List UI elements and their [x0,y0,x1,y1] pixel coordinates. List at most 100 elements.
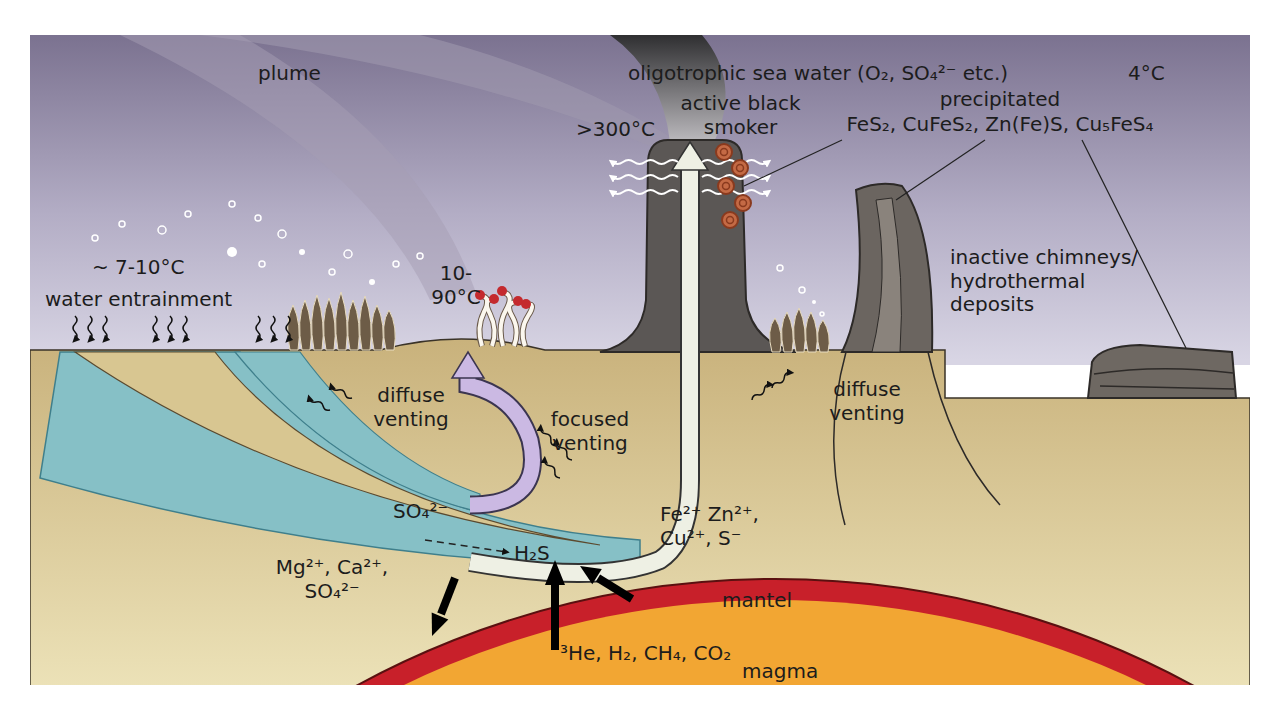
entrainment-arrow [271,316,275,340]
diffuse-wave-arrow [771,371,792,389]
tubeworm [501,292,510,346]
label-text: Mg²⁺, Ca²⁺, SO₄²⁻ [268,556,396,603]
mineral-spiral [735,195,751,211]
focused-flow-outline [470,166,690,573]
tubeworm-plume [489,294,499,304]
label-text: ~ 7-10°C [92,256,184,280]
heat-wave-arrow [702,175,768,179]
mineral-spiral [721,149,728,156]
deposit-root [928,352,1000,505]
deposit-layer [1100,386,1234,389]
heat-wave-arrow [612,190,678,194]
label-text: mantel [722,589,792,613]
mussel [794,308,806,352]
entrainment-arrow [286,316,290,340]
leader-line [744,140,842,186]
label-text: active black smoker [668,92,813,139]
heat-wave-arrow [612,175,678,179]
inactive-chimney [842,184,932,352]
bubble [255,215,261,221]
mussel [782,312,794,352]
tubeworm-plume [521,299,531,309]
bubble [119,221,125,227]
mineral-spiral [723,183,730,190]
mussel [384,310,396,350]
bubble [158,226,166,234]
entrainment-arrow [73,316,77,340]
bubble [229,201,235,207]
exchange-arrow-head [432,613,449,636]
deposit-layer [1094,369,1233,374]
mussel [348,300,360,350]
gas-input-arrow [551,582,559,650]
label-text: FeS₂, CuFeS₂, Zn(Fe)S, Cu₅FeS₄ [805,113,1195,137]
mineral-spiral [737,165,744,172]
mineral-spiral [740,200,747,207]
mineral-spiral [727,217,734,224]
mussel [818,320,830,352]
bubble [227,247,237,257]
label-text: ³He, H₂, CH₄, CO₂ [560,642,731,666]
entrainment-arrow [183,316,187,340]
label-text: plume [258,62,321,86]
bubble [812,300,816,304]
mussel [360,296,372,350]
sea-water [30,35,1250,365]
seawater-channel [235,352,480,512]
diffuse-wave-arrow [308,396,331,411]
entrainment-arrow [88,316,92,340]
tubeworm [487,300,495,346]
bubble [329,269,335,275]
label-text: 10- 90°C [428,262,484,309]
label-text: focused venting [542,408,638,455]
diffuse-flow-outline [468,374,533,505]
bubble [417,253,423,259]
mussel [372,305,384,350]
bubble [92,235,98,241]
bubble [799,287,805,293]
bubble [278,230,286,238]
label-text: >300°C [576,118,655,142]
mineral-spiral [716,144,732,160]
diffuse-flow-head [452,352,484,378]
label-text: diffuse venting [366,384,456,431]
bubble [344,250,352,258]
mussel [288,305,300,350]
diffuse-wave-arrow [543,458,561,479]
heat-wave-arrow [612,160,678,164]
label-text: H₂S [514,542,550,566]
bubble [393,261,399,267]
mineral-spiral [722,212,738,228]
bubble [259,261,265,267]
focused-flow-arrow [470,166,690,573]
label-text: 4°C [1128,62,1165,86]
label-text: magma [742,660,818,684]
leader-line [896,140,985,200]
entrainment-arrow [153,316,157,340]
tubeworm [523,304,532,346]
label-text: water entrainment [45,288,232,312]
tubeworm-outline [523,304,532,346]
mussel [312,295,324,350]
scene [30,35,1250,685]
mussel [336,292,348,350]
exchange-arrow [441,578,455,614]
hydrothermal-deposit [1088,345,1236,398]
mussel [806,312,818,352]
diffuse-wave-arrow [330,384,353,399]
chimney-layer [872,198,901,352]
mussel [300,300,312,350]
leader-line [1082,140,1186,348]
focused-flow-head [672,142,708,170]
entrainment-arrow [168,316,172,340]
mussel [324,298,336,350]
entrainment-arrow [103,316,107,340]
bubble [299,249,305,255]
label-text: oligotrophic sea water (O₂, SO₄²⁻ etc.) [628,62,1008,86]
tubeworm-outline [487,300,495,346]
label-text: Fe²⁺ Zn²⁺, Cu²⁺, S⁻ [660,503,785,550]
seawater-channel [40,352,640,568]
bubble [185,211,191,217]
